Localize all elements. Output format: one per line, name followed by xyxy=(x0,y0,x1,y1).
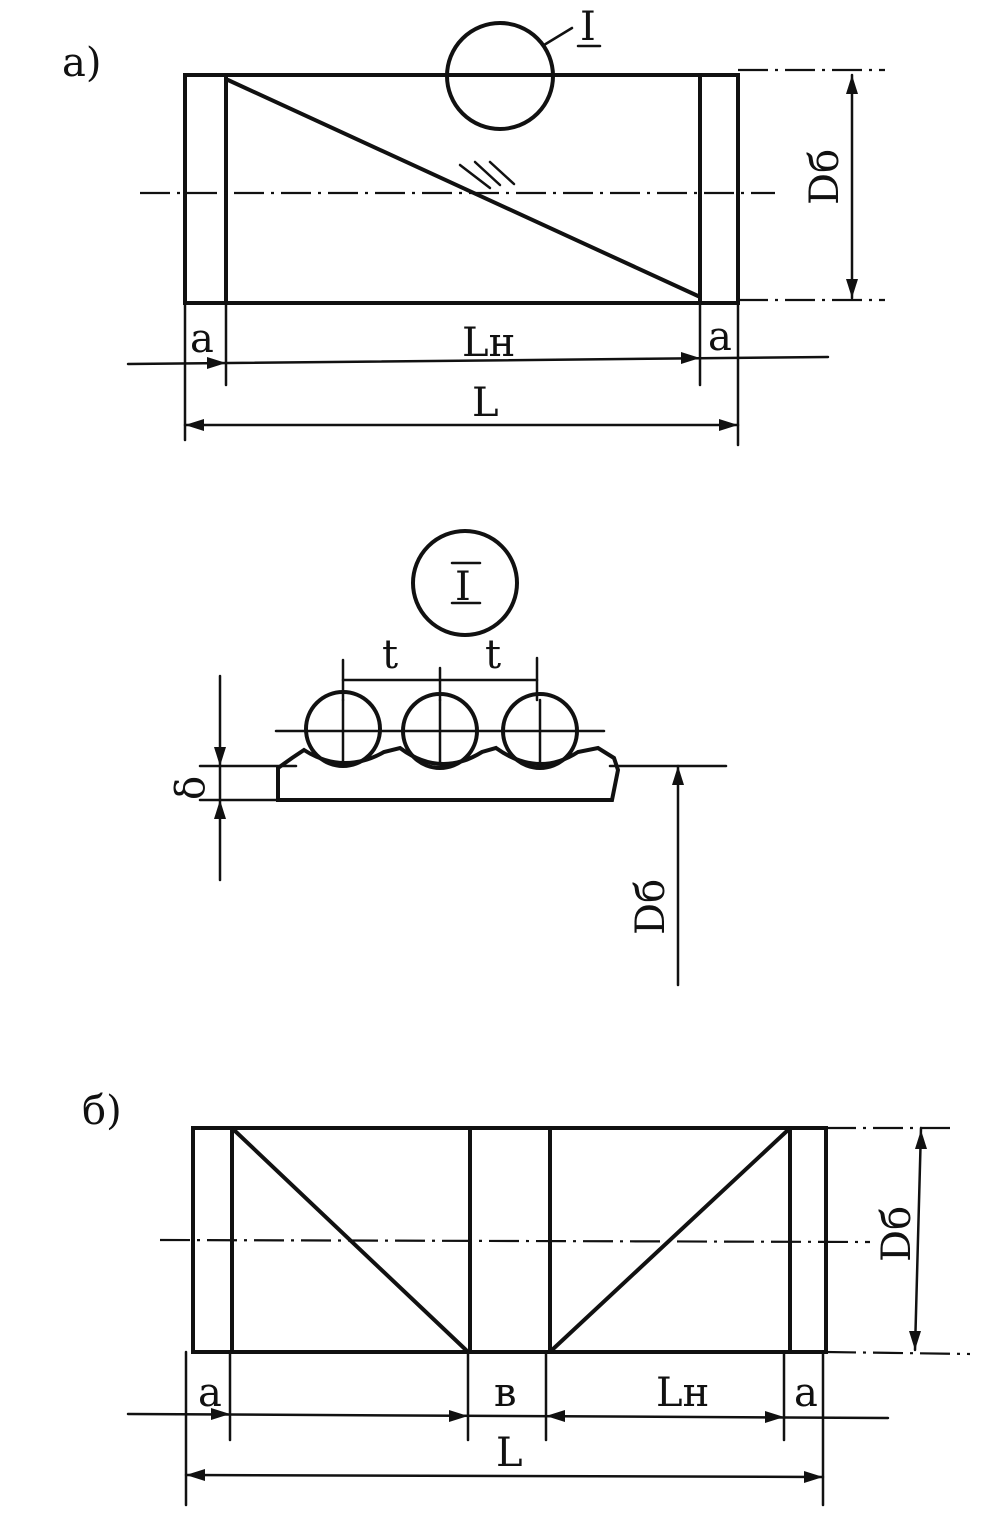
figure-b: б) Dб a в Lн a xyxy=(82,1088,971,1507)
detail-i-callout-label: I xyxy=(455,564,471,610)
arrow-head xyxy=(765,1411,784,1423)
figure-a-dim-diameter: Dб xyxy=(802,149,848,205)
figure-b-dim-gap: в xyxy=(494,1370,517,1416)
arrow-head xyxy=(719,419,738,431)
detail-callout-circle xyxy=(445,21,555,131)
drum-a-helix-line xyxy=(226,78,700,298)
figure-a-panel-label: а) xyxy=(62,40,101,86)
figure-a-dim-working-length: Lн xyxy=(462,320,515,366)
dim-working-length-line-a xyxy=(126,355,830,366)
dim-total-length-line-b xyxy=(184,1473,825,1479)
figure-b-dim-diameter: Dб xyxy=(874,1206,920,1262)
detail-dim-depth: δ xyxy=(168,776,214,800)
arrow-head xyxy=(909,1331,921,1350)
dim-row-line-b xyxy=(126,1412,890,1420)
figure-a-dim-a-right: a xyxy=(708,314,732,360)
drum-a-hatch-mark xyxy=(488,160,516,186)
drum-b-axis xyxy=(159,1238,871,1244)
rope-section xyxy=(304,690,382,768)
arrow-head xyxy=(449,1410,468,1422)
drum-a-hatch-mark xyxy=(458,163,492,190)
detail-dim-diameter: Dб xyxy=(628,879,674,935)
figure-b-panel-label: б) xyxy=(82,1088,122,1134)
figure-b-dim-a-right: a xyxy=(794,1370,818,1416)
arrow-head xyxy=(804,1471,823,1483)
arrow-head xyxy=(546,1410,565,1422)
arrow-head xyxy=(915,1130,927,1149)
figure-b-dim-working-length: Lн xyxy=(656,1370,709,1416)
figure-b-dim-total-length: L xyxy=(496,1430,523,1476)
arrow-head xyxy=(214,800,226,819)
detail-dim-pitch-2: t xyxy=(485,632,501,678)
arrow-head xyxy=(214,747,226,766)
arrow-head xyxy=(207,357,226,369)
detail-callout-leader xyxy=(542,26,574,47)
arrow-head xyxy=(211,1408,230,1420)
figure-a-dim-a-left: a xyxy=(190,316,214,362)
arrow-head xyxy=(185,419,204,431)
figure-a-callout-label: I xyxy=(580,4,596,50)
arrow-head xyxy=(186,1469,205,1481)
arrow-head xyxy=(846,75,858,94)
detail-i-callout-circle xyxy=(411,529,519,637)
drum-b-bottom-extension xyxy=(825,1350,971,1356)
arrow-head xyxy=(672,766,684,785)
drum-a-outline xyxy=(183,73,740,305)
detail-dim-pitch-1: t xyxy=(382,632,398,678)
drum-a-hatch-mark xyxy=(473,160,502,187)
figure-a-dim-total-length: L xyxy=(472,380,499,426)
arrow-head xyxy=(681,352,700,364)
figure-b-dim-a-left: a xyxy=(198,1370,222,1416)
arrow-head xyxy=(846,279,858,298)
drum-b-outline xyxy=(191,1126,828,1354)
figure-a: а) I Dб a Lн xyxy=(62,4,885,447)
drum-b-helix-right xyxy=(550,1128,790,1352)
dim-diameter-line-b xyxy=(913,1126,923,1352)
detail-i: I t t δ Dб xyxy=(168,529,728,987)
